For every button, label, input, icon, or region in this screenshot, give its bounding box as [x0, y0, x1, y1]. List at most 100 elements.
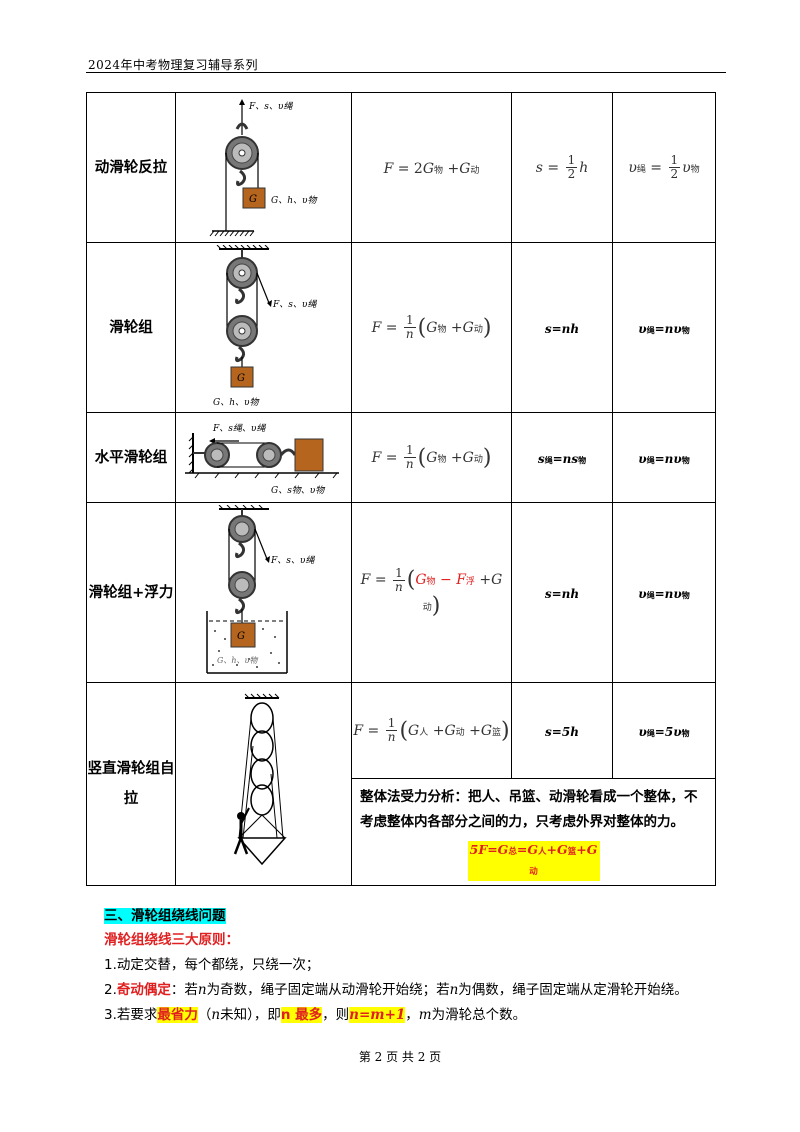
- formula-term: G: [462, 319, 474, 336]
- rule-highlight: 奇动偶定: [116, 982, 171, 998]
- formula-sub: 物: [437, 454, 447, 465]
- rule-text: 为偶数，绳子固定端从定滑轮开始绕。: [458, 982, 688, 998]
- v-b: =nυ: [654, 322, 682, 336]
- table-row: 竖直滑轮组自拉: [86, 682, 716, 886]
- v-b: =nυ: [654, 587, 682, 601]
- v-asub: 绳: [646, 728, 655, 738]
- eq-sub: 篮: [567, 847, 577, 857]
- formula-term: F: [456, 572, 466, 588]
- row-name: 滑轮组+浮力: [86, 502, 176, 683]
- var-n: n: [449, 982, 459, 998]
- eq-sub: 总: [508, 847, 517, 857]
- weight-label: G、h、υ物: [213, 397, 260, 408]
- rule-prefix: 2.: [104, 982, 117, 998]
- v-asub: 绳: [646, 325, 655, 335]
- formula-term: G: [462, 449, 474, 466]
- horizontal-pulley-figure: F、s绳、υ绳: [184, 423, 339, 496]
- s-lhs: s: [535, 159, 543, 176]
- table-row: 滑轮组+浮力 F、s、υ绳: [86, 502, 716, 683]
- block-label: G: [249, 194, 257, 205]
- v-asub: 绳: [646, 455, 655, 465]
- v-lsub: 绳: [636, 164, 646, 175]
- formula-sub: 动: [455, 727, 465, 738]
- distance-formula: s=nh: [511, 502, 613, 683]
- formula-lhs: F: [371, 319, 382, 336]
- rule-text: （: [197, 1007, 212, 1023]
- formula-term: G: [408, 722, 420, 739]
- s-bsub: 物: [578, 455, 587, 465]
- formula-term: G: [426, 449, 438, 466]
- force-formula: F = 2G物 +G动: [351, 92, 512, 243]
- v-bsub: 物: [681, 325, 690, 335]
- table-row: 整体法受力分析：把人、吊篮、动滑轮看成一个整体，不考虑整体内各部分之间的力，只考…: [87, 778, 716, 886]
- eq-part: =G: [516, 842, 539, 857]
- weight-label: G、h、υ物: [217, 656, 258, 665]
- eq-sub: 动: [529, 867, 538, 877]
- formula-red-part: G物 − F浮: [415, 572, 475, 588]
- row-name: 竖直滑轮组自拉: [86, 682, 176, 886]
- rule-item-1: 1.动定交替，每个都绕，只绕一次；: [104, 957, 320, 973]
- rule-text: 为奇数，绳子固定端从动滑轮开始绕；若: [206, 982, 450, 998]
- figure-cell: F、s绳、υ绳: [175, 412, 352, 503]
- v-lhs: υ: [628, 159, 637, 176]
- weight-label: G、h、υ物: [271, 195, 318, 206]
- formula-sub: 物: [434, 166, 444, 176]
- frac-num: 1: [387, 716, 396, 730]
- rule-item-2: 2.奇动偶定：若n为奇数，绳子固定端从动滑轮开始绕；若n为偶数，绳子固定端从定滑…: [104, 980, 688, 1000]
- formula-term: G: [480, 722, 493, 739]
- self-pull-pulley-figure: [233, 693, 287, 866]
- rule-prefix: 3.若要求: [104, 1007, 158, 1023]
- v-asub: 绳: [646, 590, 655, 600]
- rule-highlight: n 最多: [280, 1007, 323, 1023]
- formula-coef: 2: [413, 161, 423, 177]
- formula-lhs: F: [353, 722, 364, 739]
- frac-num: 1: [567, 153, 576, 167]
- force-label: F、s、υ绳: [270, 555, 315, 566]
- rule-item-3: 3.若要求最省力（n未知），即n 最多，则n=m+1，m为滑轮总个数。: [104, 1005, 526, 1025]
- movable-pulley-reverse-figure: F、s、υ绳 G G、h、υ物: [209, 98, 318, 236]
- formula-term: G: [459, 161, 471, 177]
- distance-text: s=5h: [545, 725, 579, 739]
- formula-sub: 物: [426, 577, 436, 587]
- rule-text: 为滑轮总个数。: [431, 1007, 527, 1023]
- force-label: F、s绳、υ绳: [212, 423, 266, 434]
- formula-term: G: [415, 572, 427, 588]
- formula-lhs: F: [383, 161, 394, 177]
- section-title: 三、滑轮组绕线问题: [104, 906, 226, 926]
- row-name: 滑轮组: [86, 242, 176, 413]
- formula-sub: 人: [419, 727, 429, 738]
- speed-formula: υ绳=5υ物: [612, 682, 716, 779]
- v-b: =nυ: [654, 452, 682, 466]
- eq-part: 5F=G: [469, 842, 509, 857]
- header-rule: [86, 72, 726, 73]
- rule-text: ，: [405, 1007, 419, 1023]
- figure-cell: F、s、υ绳 G G、h、υ物: [175, 502, 352, 683]
- frac-num: 1: [405, 443, 414, 457]
- formula-term: G: [491, 572, 503, 588]
- speed-formula: υ绳=nυ物: [612, 502, 716, 683]
- figure-cell: F、s、υ绳 G G、h、υ物: [175, 92, 352, 243]
- formula-term: G: [444, 722, 456, 739]
- formula-lhs: F: [371, 449, 382, 466]
- section-subtitle: 滑轮组绕线三大原则：: [104, 932, 239, 948]
- frac-num: 1: [670, 153, 679, 167]
- formula-sub: 动: [470, 166, 480, 176]
- force-label: F、s、υ绳: [248, 101, 293, 112]
- formula-sub: 浮: [465, 577, 475, 587]
- section-title-text: 三、滑轮组绕线问题: [104, 908, 226, 924]
- key-equation: 5F=G总=G人+G篮+G动: [467, 841, 600, 881]
- formula-sub: 动: [473, 454, 483, 465]
- distance-text: s=nh: [544, 587, 580, 601]
- formula-sub: 动: [473, 324, 483, 335]
- pulley-buoyancy-figure: F、s、υ绳 G G、h、υ物: [205, 504, 315, 674]
- formula-lhs: F: [360, 572, 371, 588]
- s-a: s: [537, 452, 545, 466]
- v-a: υ: [638, 725, 647, 739]
- distance-text: s=nh: [544, 322, 580, 336]
- var-n: n: [211, 1007, 221, 1023]
